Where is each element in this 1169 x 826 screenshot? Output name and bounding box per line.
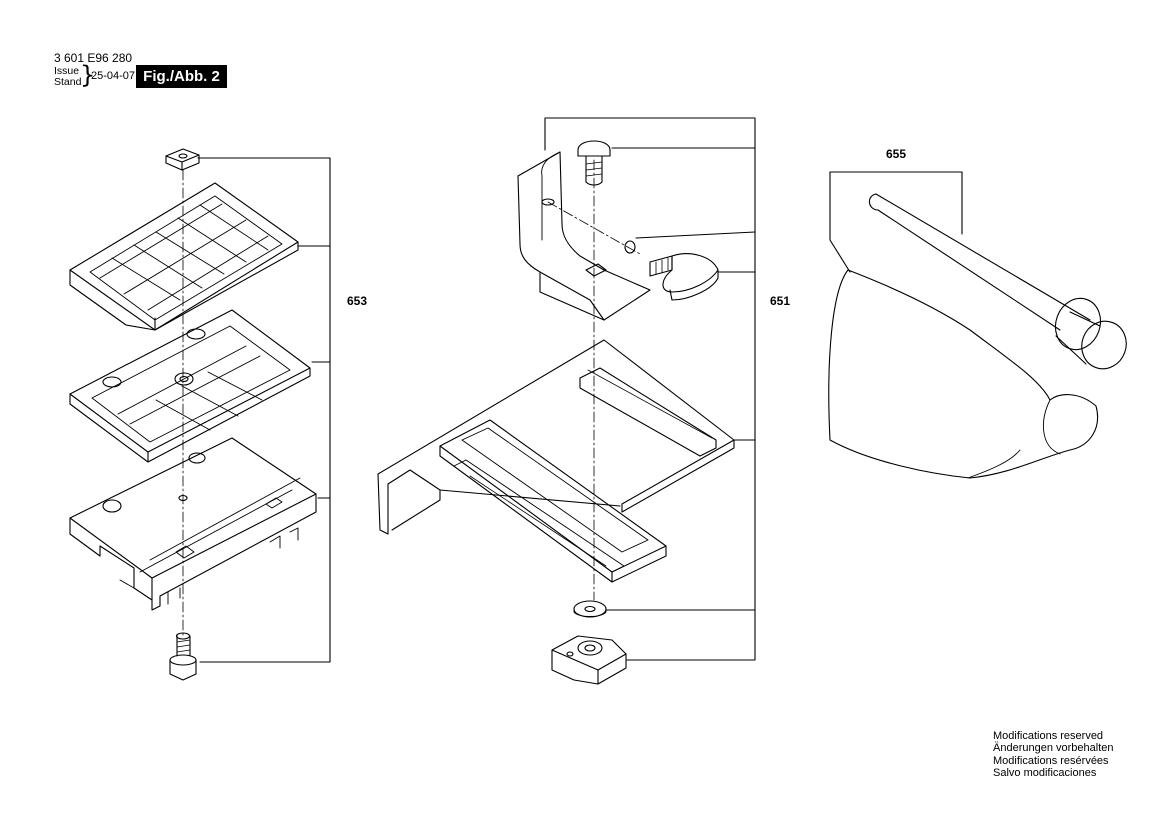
note-line-es: Salvo modificaciones xyxy=(993,767,1097,780)
issue-label: Issue xyxy=(54,65,80,77)
cell-tray xyxy=(69,182,299,331)
right-assembly xyxy=(828,171,1127,479)
o-ring xyxy=(624,240,636,254)
callout-653: 653 xyxy=(347,294,367,308)
callout-655: 655 xyxy=(886,147,906,161)
callout-651: 651 xyxy=(770,294,790,308)
slotted-rail xyxy=(439,419,667,583)
brace-glyph: } xyxy=(80,61,96,89)
note-line-fr: Modifications resérvées xyxy=(993,754,1109,767)
figure-label: Fig./Abb. 2 xyxy=(136,65,227,88)
square-nut xyxy=(165,148,200,171)
washer xyxy=(573,600,607,618)
right-bracket xyxy=(829,171,963,273)
part-number: 3 601 E96 280 xyxy=(54,51,133,65)
guide-plate xyxy=(377,339,735,535)
left-bracket xyxy=(197,157,331,663)
center-assembly xyxy=(377,117,756,685)
center-bracket xyxy=(544,117,756,661)
hex-screw xyxy=(169,632,197,681)
slotted-plate xyxy=(69,309,311,463)
dust-hood xyxy=(828,269,1098,479)
center-bracket-leaders xyxy=(605,147,756,611)
left-assembly xyxy=(69,148,331,681)
extraction-tube xyxy=(868,193,1127,370)
base-block xyxy=(69,437,317,611)
left-bracket-leaders xyxy=(297,245,331,499)
note-line-de: Änderungen vorbehalten xyxy=(993,742,1114,755)
note-line-en: Modifications reserved xyxy=(993,730,1104,742)
issue-stand-labels: Issue Stand xyxy=(54,66,81,88)
diagonal-axis xyxy=(547,201,641,255)
flange-nut xyxy=(551,635,627,685)
wing-screw xyxy=(649,253,719,301)
bent-bracket xyxy=(517,151,651,321)
stand-label: Stand xyxy=(54,76,82,88)
modifications-note: Modifications reserved Änderungen vorbeh… xyxy=(993,730,1113,780)
issue-date: 25-04-07 xyxy=(91,70,136,82)
